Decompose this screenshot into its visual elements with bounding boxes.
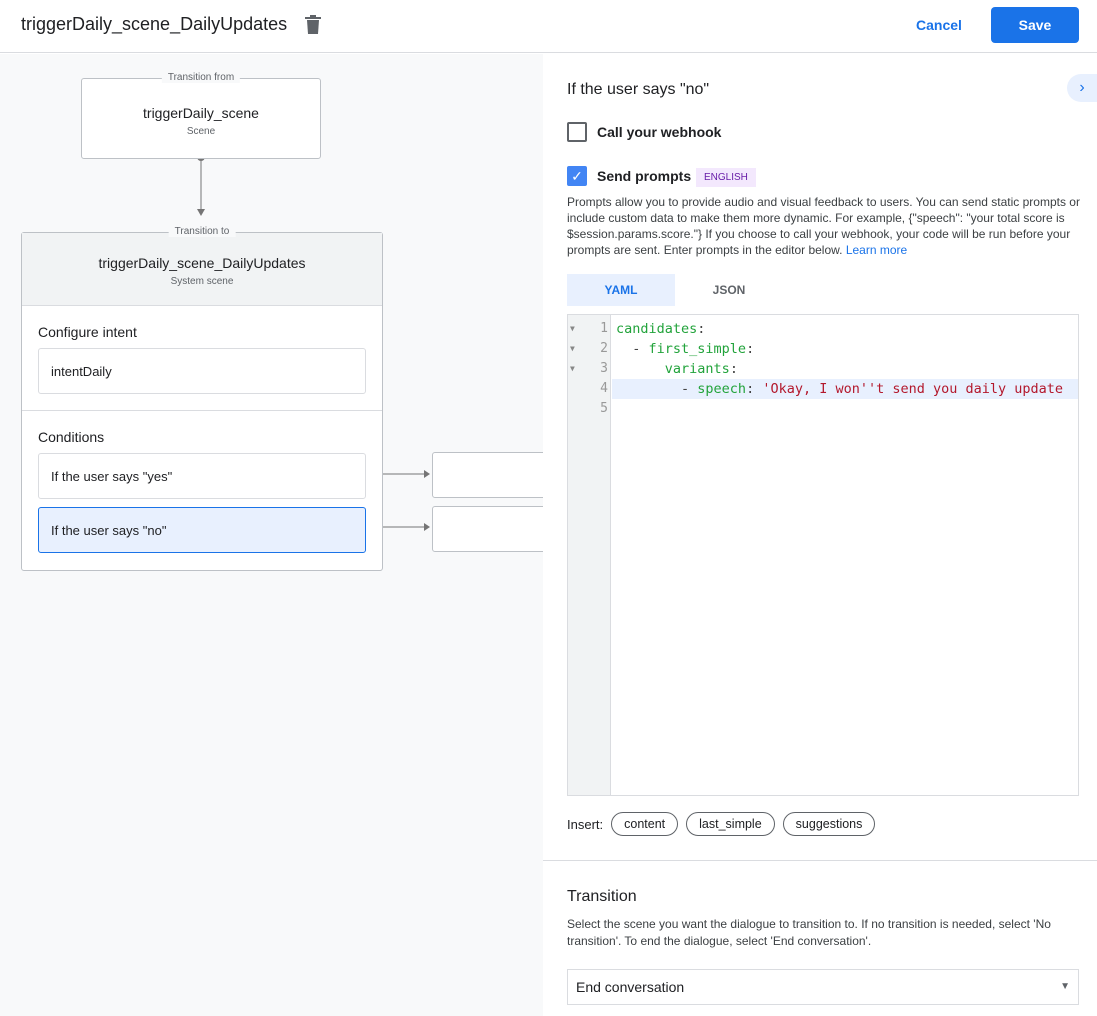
line-number: 2 — [600, 341, 608, 356]
scene-name: triggerDaily_scene_DailyUpdates — [98, 255, 306, 271]
transition-target-yes[interactable] — [432, 452, 543, 498]
transition-heading: Transition — [567, 888, 637, 905]
divider — [543, 860, 1097, 861]
tab-yaml[interactable]: YAML — [567, 274, 675, 306]
transition-to-node: Transition to triggerDaily_scene_DailyUp… — [21, 226, 383, 571]
transition-target-no[interactable] — [432, 506, 543, 552]
transition-from-node[interactable]: Transition from triggerDaily_scene Scene — [81, 72, 321, 159]
scene-type: System scene — [170, 276, 234, 287]
scene-canvas: Transition from triggerDaily_scene Scene… — [0, 54, 543, 1016]
send-prompts-label: Send prompts — [597, 168, 692, 184]
node-label: Transition from — [161, 72, 241, 83]
learn-more-link[interactable]: Learn more — [845, 243, 908, 257]
line-number: 3 — [600, 361, 608, 376]
transition-description: Select the scene you want the dialogue t… — [567, 917, 1051, 948]
webhook-checkbox[interactable] — [567, 122, 587, 142]
panel-heading: If the user says "no" — [567, 81, 710, 98]
prompts-description: Prompts allow you to provide audio and v… — [567, 194, 1087, 258]
fold-icon[interactable]: ▼ — [570, 364, 575, 373]
fold-icon[interactable]: ▼ — [570, 324, 575, 333]
page-title: triggerDaily_scene_DailyUpdates — [21, 14, 288, 34]
intent-heading: Configure intent — [38, 324, 137, 340]
chevron-right-icon[interactable]: › — [1067, 74, 1097, 102]
conditions-heading: Conditions — [38, 429, 105, 445]
description-text: Prompts allow you to provide audio and v… — [567, 195, 1080, 257]
save-button[interactable]: Save — [991, 7, 1079, 43]
line-number: 4 — [600, 381, 608, 396]
code-key: variants — [664, 361, 730, 377]
cancel-button[interactable]: Cancel — [903, 8, 975, 42]
condition-no[interactable]: If the user says "no" — [38, 507, 366, 553]
insert-content-chip[interactable]: content — [611, 812, 679, 836]
language-badge: ENGLISH — [696, 168, 756, 187]
code-key: speech — [697, 381, 747, 397]
line-number: 1 — [600, 321, 608, 336]
scene-type: Scene — [186, 126, 216, 137]
delete-icon[interactable] — [304, 15, 322, 35]
code-key: candidates — [616, 321, 698, 337]
code-key: first_simple — [648, 341, 747, 357]
insert-suggestions-chip[interactable]: suggestions — [782, 812, 876, 836]
tab-json[interactable]: JSON — [712, 283, 746, 297]
transition-select[interactable]: End conversation ▼ — [567, 969, 1079, 1005]
send-prompts-checkbox[interactable]: ✓ — [567, 166, 587, 186]
scene-name: triggerDaily_scene — [143, 105, 259, 121]
fold-icon[interactable]: ▼ — [570, 344, 575, 353]
code-string: 'Okay, I won''t send you daily update — [762, 381, 1064, 397]
format-tabs: YAML JSON — [567, 274, 783, 306]
webhook-label: Call your webhook — [597, 124, 722, 140]
insert-bar: Insert: content last_simple suggestions — [567, 812, 876, 836]
transition-selected-value: End conversation — [576, 979, 685, 995]
node-label: Transition to — [168, 226, 236, 237]
intent-item[interactable]: intentDaily — [38, 348, 366, 394]
editor-gutter — [568, 315, 611, 795]
header: triggerDaily_scene_DailyUpdates Cancel S… — [0, 0, 1097, 53]
condition-panel: If the user says "no" › Call your webhoo… — [543, 54, 1097, 1016]
dropdown-arrow-icon: ▼ — [1060, 981, 1070, 992]
line-number: 5 — [600, 401, 608, 416]
condition-yes[interactable]: If the user says "yes" — [38, 453, 366, 499]
insert-label: Insert: — [567, 816, 604, 832]
insert-last-simple-chip[interactable]: last_simple — [686, 812, 775, 836]
